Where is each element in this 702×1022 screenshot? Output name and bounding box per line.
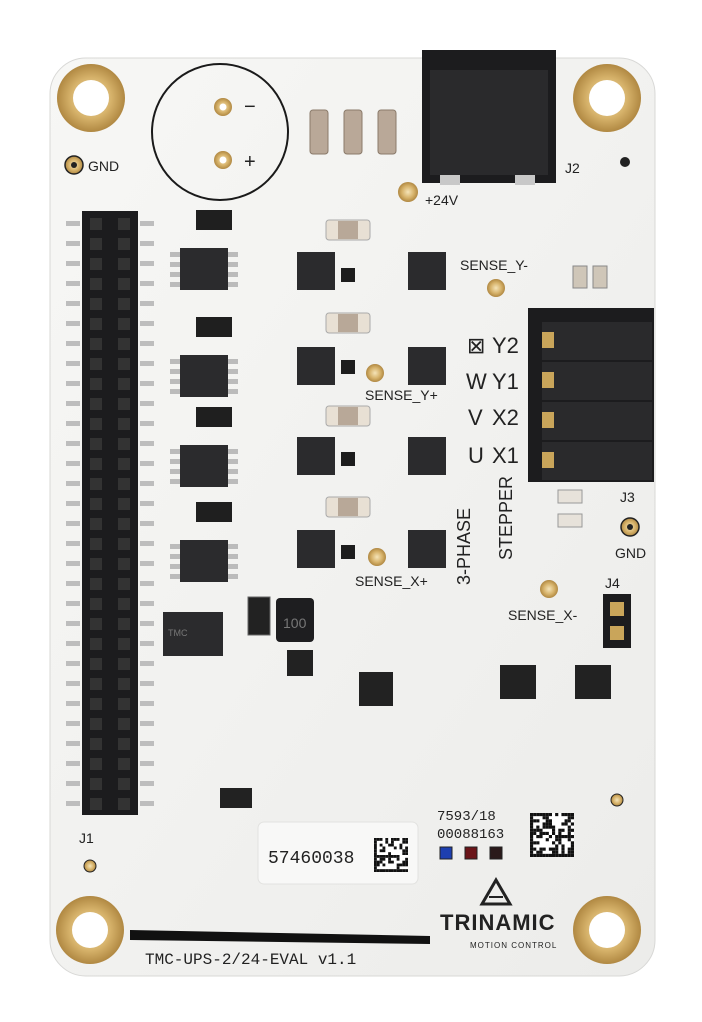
inductor (276, 598, 314, 642)
mounting-hole-top-right (573, 64, 641, 132)
j3-motor-connector (528, 308, 654, 482)
lot-number: 00088163 (437, 827, 504, 843)
j2-power-connector (422, 50, 556, 185)
silkscreen-wedge (130, 930, 430, 944)
motor-phase-label: ⊠ (467, 333, 485, 358)
j2-label: J2 (565, 160, 580, 176)
board-name: TMC-UPS-2/24-EVAL v1.1 (145, 951, 356, 969)
stepper-line2: STEPPER (496, 476, 516, 560)
trinamic-logo-icon (479, 877, 513, 906)
motor-pin-label: X2 (492, 405, 519, 430)
capacitor-outline (151, 63, 289, 201)
inductor-label: 100 (283, 615, 307, 631)
brand-tagline: MOTION CONTROL (470, 941, 557, 950)
serial-number: 57460038 (268, 849, 354, 869)
motor-phase-label: U (468, 443, 484, 468)
sense-x-minus-pad (540, 580, 558, 598)
sense-x-minus-label: SENSE_X- (508, 607, 578, 623)
power-stage (297, 219, 446, 568)
led-dark (489, 846, 503, 860)
right-resistors (557, 265, 608, 528)
j1-label: J1 (79, 830, 94, 846)
mounting-hole-bottom-right (573, 896, 641, 964)
driver-ic-column (170, 210, 238, 582)
sense-y-minus-pad (487, 279, 505, 297)
sense-y-plus-label: SENSE_Y+ (365, 387, 438, 403)
gnd-right-label: GND (615, 545, 646, 561)
j1-pin-header (66, 211, 154, 815)
gnd-top-label: GND (88, 158, 119, 174)
logic-section: TMC 100 (163, 596, 393, 808)
motor-pin-label: Y1 (492, 369, 519, 394)
svg-text:TMC: TMC (168, 628, 188, 638)
j4-jumper (603, 594, 631, 648)
sense-y-minus-label: SENSE_Y- (460, 257, 528, 273)
motor-phase-label: V (468, 405, 483, 430)
sense-y-plus-pad (366, 364, 384, 382)
lot-code: 7593/18 (437, 809, 496, 825)
stepper-line1: 3-PHASE (454, 508, 474, 585)
status-leds (439, 846, 503, 860)
plus-24v-pad (398, 182, 418, 202)
plus-24v-label: +24V (425, 192, 459, 208)
motor-pin-labels: ⊠ Y2 W Y1 V X2 U X1 (466, 333, 519, 468)
cap-plus-label: + (244, 151, 256, 173)
cap-minus-label: − (244, 96, 256, 118)
mounting-hole-top-left (57, 64, 125, 132)
led-blue (439, 846, 453, 860)
sense-x-plus-label: SENSE_X+ (355, 573, 428, 589)
j3-label: J3 (620, 489, 635, 505)
motor-pin-label: Y2 (492, 333, 519, 358)
motor-pin-label: X1 (492, 443, 519, 468)
j4-label: J4 (605, 575, 620, 591)
current-sense-ics (500, 665, 611, 699)
mounting-hole-bottom-left (56, 896, 124, 964)
serial-datamatrix (374, 838, 408, 872)
sense-x-plus-pad (368, 548, 386, 566)
brand-name: TRINAMIC (440, 910, 556, 935)
led-red (464, 846, 478, 860)
lot-datamatrix (530, 813, 574, 857)
motor-phase-label: W (466, 369, 487, 394)
power-capacitors (309, 109, 397, 155)
